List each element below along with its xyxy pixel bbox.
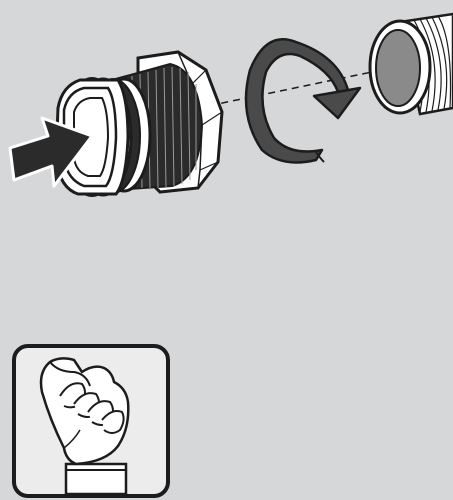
threaded-plug xyxy=(368,12,453,116)
hand-grip-icon xyxy=(12,344,170,498)
axis-dashed-line xyxy=(91,61,421,131)
push-arrow-icon xyxy=(8,116,94,188)
rotate-clockwise-icon xyxy=(244,37,362,164)
cable-gland xyxy=(54,50,224,197)
